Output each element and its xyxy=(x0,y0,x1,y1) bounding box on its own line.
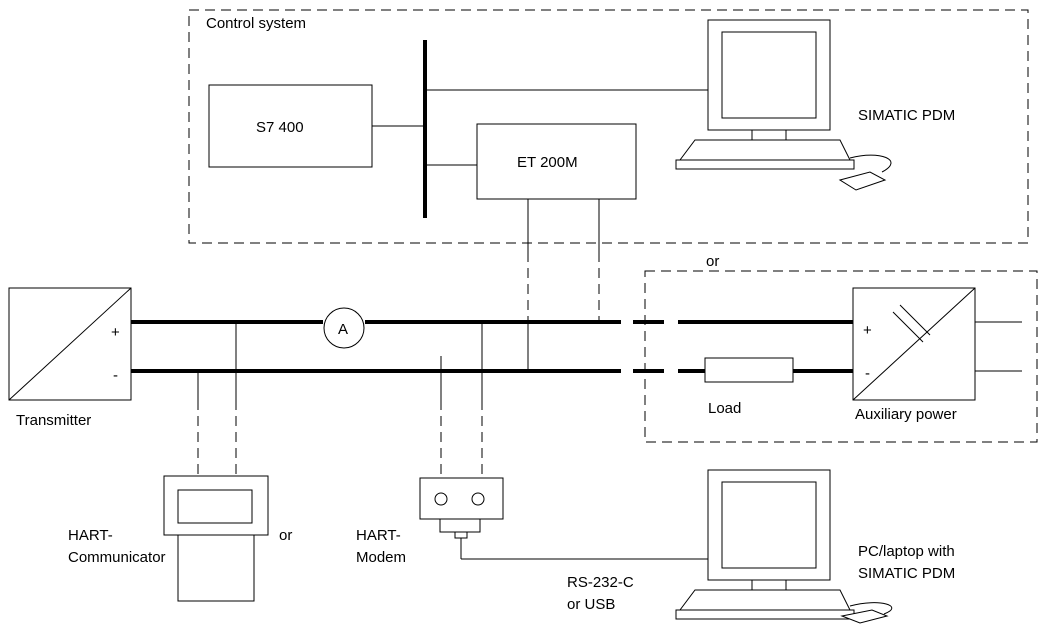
load-label: Load xyxy=(708,400,741,417)
load-resistor xyxy=(704,357,794,383)
control-system-label: Control system xyxy=(206,15,306,32)
ammeter-label: A xyxy=(338,321,348,338)
hart-communicator-icon xyxy=(163,475,269,602)
transmitter-label: Transmitter xyxy=(16,412,91,429)
hart-modem-icon xyxy=(419,477,504,539)
aux-minus-sign: - xyxy=(865,365,870,382)
s7-400-label: S7 400 xyxy=(256,119,304,136)
or-top-label: or xyxy=(706,253,719,270)
hart-modem-label-1: HART- xyxy=(356,527,401,544)
hart-modem-label-2: Modem xyxy=(356,549,406,566)
auxiliary-power-icon xyxy=(852,287,976,401)
simatic-pdm-computer-icon xyxy=(675,19,892,191)
rs232-label-1: RS-232-C xyxy=(567,574,634,591)
s7-400-box xyxy=(208,84,373,168)
pc-laptop-label-1: PC/laptop with xyxy=(858,543,955,560)
rs232-label-2: or USB xyxy=(567,596,615,613)
aux-plus-sign: + xyxy=(863,322,872,339)
pc-laptop-label-2: SIMATIC PDM xyxy=(858,565,955,582)
et-200m-box xyxy=(476,123,637,200)
pc-laptop-computer-icon xyxy=(675,469,893,624)
or-bottom-label: or xyxy=(279,527,292,544)
hart-communicator-label-1: HART- xyxy=(68,527,113,544)
transmitter-plus-sign: + xyxy=(111,324,120,341)
ammeter-icon xyxy=(323,307,365,349)
transmitter-minus-sign: - xyxy=(113,367,118,384)
auxiliary-power-boundary xyxy=(644,270,1038,443)
transmitter-icon xyxy=(8,287,132,401)
simatic-pdm-label: SIMATIC PDM xyxy=(858,107,955,124)
control-system-boundary xyxy=(188,9,1029,244)
et-200m-label: ET 200M xyxy=(517,154,578,171)
hart-communicator-label-2: Communicator xyxy=(68,549,166,566)
auxiliary-power-label: Auxiliary power xyxy=(855,406,957,423)
